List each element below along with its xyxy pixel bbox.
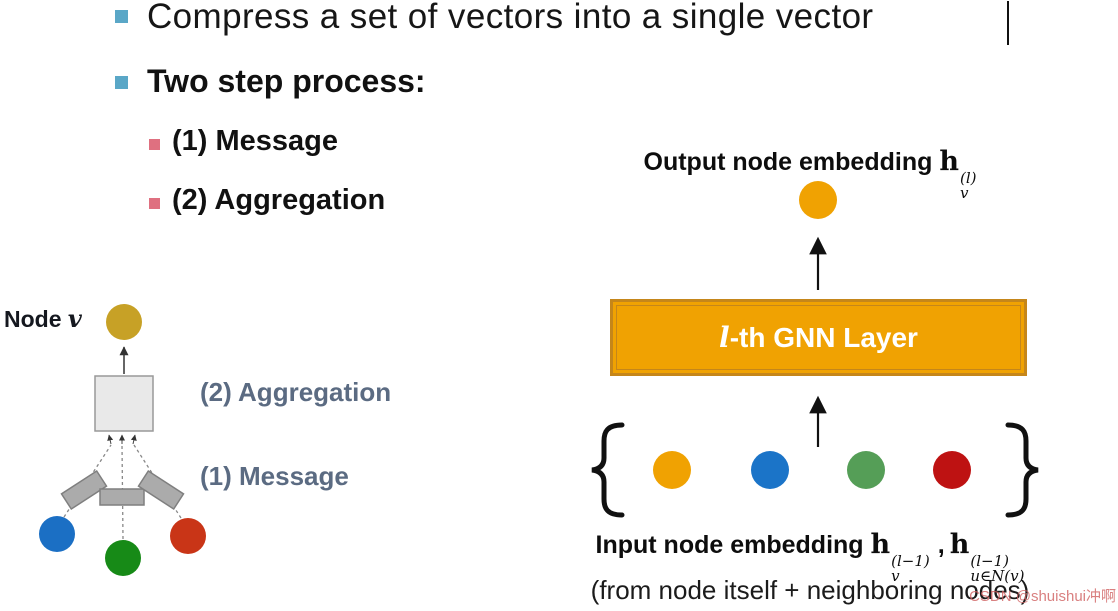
sub-bullet-message[interactable]: (1) Message (172, 125, 339, 157)
input-node-red (933, 451, 971, 489)
formula-subsup: (l−1)v (891, 552, 930, 586)
sub-bullet-square-icon (149, 139, 160, 150)
formula-separator: , (937, 531, 945, 559)
aggregation-box (94, 375, 154, 432)
formula-sup: (l) (959, 169, 977, 187)
formula-sup: (l−1) (970, 552, 1009, 570)
left-brace (591, 422, 625, 518)
formula-h: h (949, 529, 970, 560)
target-node-circle (106, 304, 142, 340)
input-embedding-label: Input node embedding h(l−1)v,h(l−1)u∈N(v… (510, 529, 1110, 585)
input-label-text: Input node embedding (595, 531, 864, 559)
neighbor-node-green (105, 540, 141, 576)
watermark: CSDN @shuishui冲啊 (969, 588, 1116, 605)
gnn-layer-box[interactable]: l-th GNN Layer (610, 299, 1027, 376)
right-brace (1005, 422, 1039, 518)
neighbor-node-blue (39, 516, 75, 552)
node-v-label: Node v (4, 304, 82, 333)
aggregation-step-label: (2) Aggregation (200, 377, 392, 407)
gnn-layer-label: l-th GNN Layer (719, 321, 918, 354)
node-label-text: Node (4, 306, 62, 332)
formula-h: h (939, 146, 959, 177)
box-in-arrow-left (107, 434, 114, 445)
formula-sub: v (891, 567, 900, 586)
input-node-blue (751, 451, 789, 489)
sub-bullet-square-icon (149, 198, 160, 209)
formula-subsup: (l)v (959, 169, 977, 203)
formula-sub: v (959, 184, 969, 203)
sub-bullet-aggregation[interactable]: (2) Aggregation (172, 184, 386, 216)
message-transform-left (60, 469, 108, 511)
message-transform-right (137, 469, 185, 511)
output-embedding-label: Output node embedding h(l)v (570, 146, 1050, 202)
input-embedding-caption: (from node itself + neighboring nodes) (590, 575, 1030, 605)
formula-h: h (870, 529, 891, 560)
box-in-arrow-right (130, 434, 137, 445)
node-label-var: v (67, 304, 82, 333)
formula-sub: u∈N(v) (970, 567, 1025, 586)
gnn-layer-rest: -th GNN Layer (729, 322, 918, 353)
neighbor-node-red (170, 518, 206, 554)
bullet-two-step-text[interactable]: Two step process: (147, 63, 426, 99)
bullet-square-icon (115, 76, 128, 89)
formula-subsup: (l−1)u∈N(v) (970, 552, 1025, 586)
message-transform-middle (99, 488, 145, 506)
text-cursor (1007, 1, 1009, 45)
formula-sup: (l−1) (891, 552, 930, 570)
gnn-layer-l: l (719, 321, 730, 354)
output-embedding-circle (799, 181, 837, 219)
bullet-main-text[interactable]: Compress a set of vectors into a single … (147, 0, 874, 36)
message-edge-middle (121, 444, 124, 540)
input-node-green (847, 451, 885, 489)
output-label-text: Output node embedding (643, 148, 933, 176)
input-node-yellow (653, 451, 691, 489)
message-step-label: (1) Message (200, 461, 349, 491)
bullet-square-icon (115, 10, 128, 23)
